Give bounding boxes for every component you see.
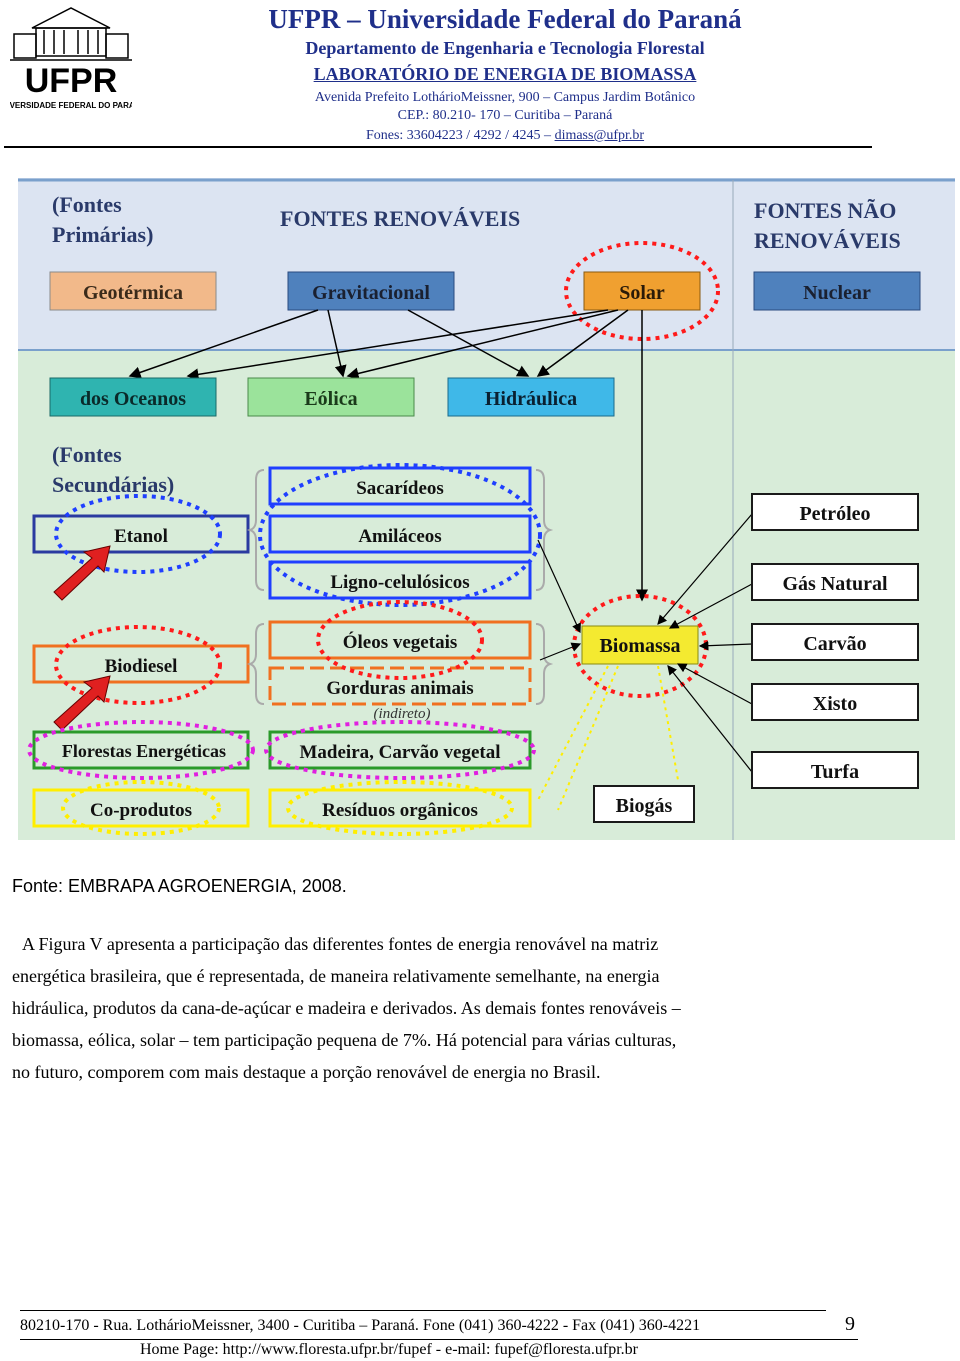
sugar-highlight xyxy=(258,463,542,607)
turfa-box xyxy=(751,751,919,789)
biodiesel-arrow xyxy=(53,675,111,731)
etanol-arrow xyxy=(53,545,111,601)
energy-sources-diagram: (Fontes Primárias) FONTES RENOVÁVEIS FON… xyxy=(18,160,955,840)
gas-label: Gás Natural xyxy=(783,573,888,595)
coprodutos-box xyxy=(32,788,250,828)
oceanos-label: dos Oceanos xyxy=(80,388,186,410)
sacarideos-box xyxy=(268,466,532,506)
primary-label-1: (Fontes xyxy=(52,192,122,217)
gas-box xyxy=(751,563,919,601)
biodiesel-highlight xyxy=(54,625,222,705)
coprodutos-highlight xyxy=(61,780,221,836)
florestas-highlight xyxy=(27,720,255,780)
header-title: UFPR – Universidade Federal do Paraná xyxy=(268,4,742,34)
petroleo-label: Petróleo xyxy=(799,503,870,525)
email-link[interactable]: dimass@ufpr.br xyxy=(554,128,645,143)
nonrenewable-title-2: RENOVÁVEIS xyxy=(754,228,901,253)
etanol-highlight xyxy=(54,494,222,574)
madeira-box xyxy=(268,730,532,770)
madeira-label: Madeira, Carvão vegetal xyxy=(299,742,500,763)
secondary-label-1: (Fontes xyxy=(52,442,122,467)
body-paragraph: A Figura V apresenta a participação das … xyxy=(12,928,857,1088)
madeira-highlight xyxy=(264,720,536,780)
florestas-box xyxy=(32,730,250,770)
oleos-box xyxy=(268,620,532,660)
indireto-label: (indireto) xyxy=(374,706,431,722)
hidraulica-label: Hidráulica xyxy=(485,388,577,410)
primary-label-2: Primárias) xyxy=(52,222,153,247)
figure-source: Fonte: EMBRAPA AGROENERGIA, 2008. xyxy=(12,876,347,896)
paragraph-line: biomassa, eólica, solar – tem participaç… xyxy=(12,1030,677,1050)
header-address: Avenida Prefeito LothárioMeissner, 900 –… xyxy=(314,90,696,105)
logo-subtext: UNIVERSIDADE FEDERAL DO PARANÁ xyxy=(10,101,132,110)
florestas-label: Florestas Energéticas xyxy=(62,741,226,761)
amilaceos-box xyxy=(268,514,532,554)
nuclear-box xyxy=(753,271,921,311)
nuclear-label: Nuclear xyxy=(803,282,871,304)
header-lab: LABORATÓRIO DE ENERGIA DE BIOMASSA xyxy=(313,64,697,84)
page-number: 9 xyxy=(845,1313,855,1335)
header-cep: CEP.: 80.210- 170 – Curitiba – Paraná xyxy=(397,108,613,123)
biomassa-box xyxy=(581,625,699,665)
ligno-label: Ligno-celulósicos xyxy=(330,572,469,593)
logo-text: UFPR xyxy=(25,62,118,100)
paragraph-line: hidráulica, produtos da cana-de-açúcar e… xyxy=(12,998,681,1018)
header-department: Departamento de Engenharia e Tecnologia … xyxy=(305,38,705,58)
biogas-box xyxy=(593,785,695,823)
solar-label: Solar xyxy=(619,282,665,304)
hidraulica-box xyxy=(447,377,615,417)
nonrenewable-title-1: FONTES NÃO xyxy=(754,198,896,223)
residuos-highlight xyxy=(286,780,514,836)
paragraph-line: no futuro, comporem com mais destaque a … xyxy=(12,1062,601,1082)
turfa-label: Turfa xyxy=(811,761,859,783)
biomassa-label: Biomassa xyxy=(599,635,680,657)
eolica-box xyxy=(247,377,415,417)
coprodutos-label: Co-produtos xyxy=(90,800,192,821)
amilaceos-label: Amiláceos xyxy=(358,526,441,547)
footer-homepage[interactable]: Home Page: http://www.floresta.ufpr.br/f… xyxy=(140,1341,638,1358)
solar-highlight xyxy=(564,241,720,341)
ufpr-logo: UFPR UNIVERSIDADE FEDERAL DO PARANÁ xyxy=(0,4,146,114)
oleos-highlight xyxy=(316,600,484,680)
biodiesel-label: Biodiesel xyxy=(105,656,178,677)
etanol-label: Etanol xyxy=(114,526,168,547)
header-phones: Fones: 33604223 / 4292 / 4245 – dimass@u… xyxy=(150,128,860,144)
biogas-label: Biogás xyxy=(616,795,673,817)
oceanos-box xyxy=(49,377,217,417)
primary-band xyxy=(18,178,955,350)
phones-text: Fones: 33604223 / 4292 / 4245 – xyxy=(365,128,555,143)
carvao-label: Carvão xyxy=(803,633,866,655)
etanol-box xyxy=(32,514,250,554)
residuos-label: Resíduos orgânicos xyxy=(322,800,478,821)
geotermica-label: Geotérmica xyxy=(83,282,183,304)
footer-rule xyxy=(20,1310,826,1311)
petroleo-box xyxy=(751,493,919,531)
header-rule xyxy=(4,146,872,148)
geotermica-box xyxy=(49,271,217,311)
residuos-box xyxy=(268,788,532,828)
eolica-label: Eólica xyxy=(304,388,357,410)
secondary-label-2: Secundárias) xyxy=(52,472,174,497)
ligno-box xyxy=(268,560,532,600)
footer-rule-lower xyxy=(20,1339,858,1340)
gravitacional-label: Gravitacional xyxy=(312,282,430,304)
footer-address: 80210-170 - Rua. LothárioMeissner, 3400 … xyxy=(20,1317,701,1334)
oleos-label: Óleos vegetais xyxy=(343,631,458,653)
sacarideos-label: Sacarídeos xyxy=(356,478,444,499)
xisto-label: Xisto xyxy=(813,693,857,715)
gorduras-label: Gorduras animais xyxy=(326,678,473,699)
renewable-title: FONTES RENOVÁVEIS xyxy=(280,206,520,231)
carvao-box xyxy=(751,623,919,661)
paragraph-line: energética brasileira, que é representad… xyxy=(12,966,660,986)
gorduras-box xyxy=(268,666,532,706)
paragraph-line: A Figura V apresenta a participação das … xyxy=(22,934,659,954)
gravitacional-box xyxy=(287,271,455,311)
xisto-box xyxy=(751,683,919,721)
